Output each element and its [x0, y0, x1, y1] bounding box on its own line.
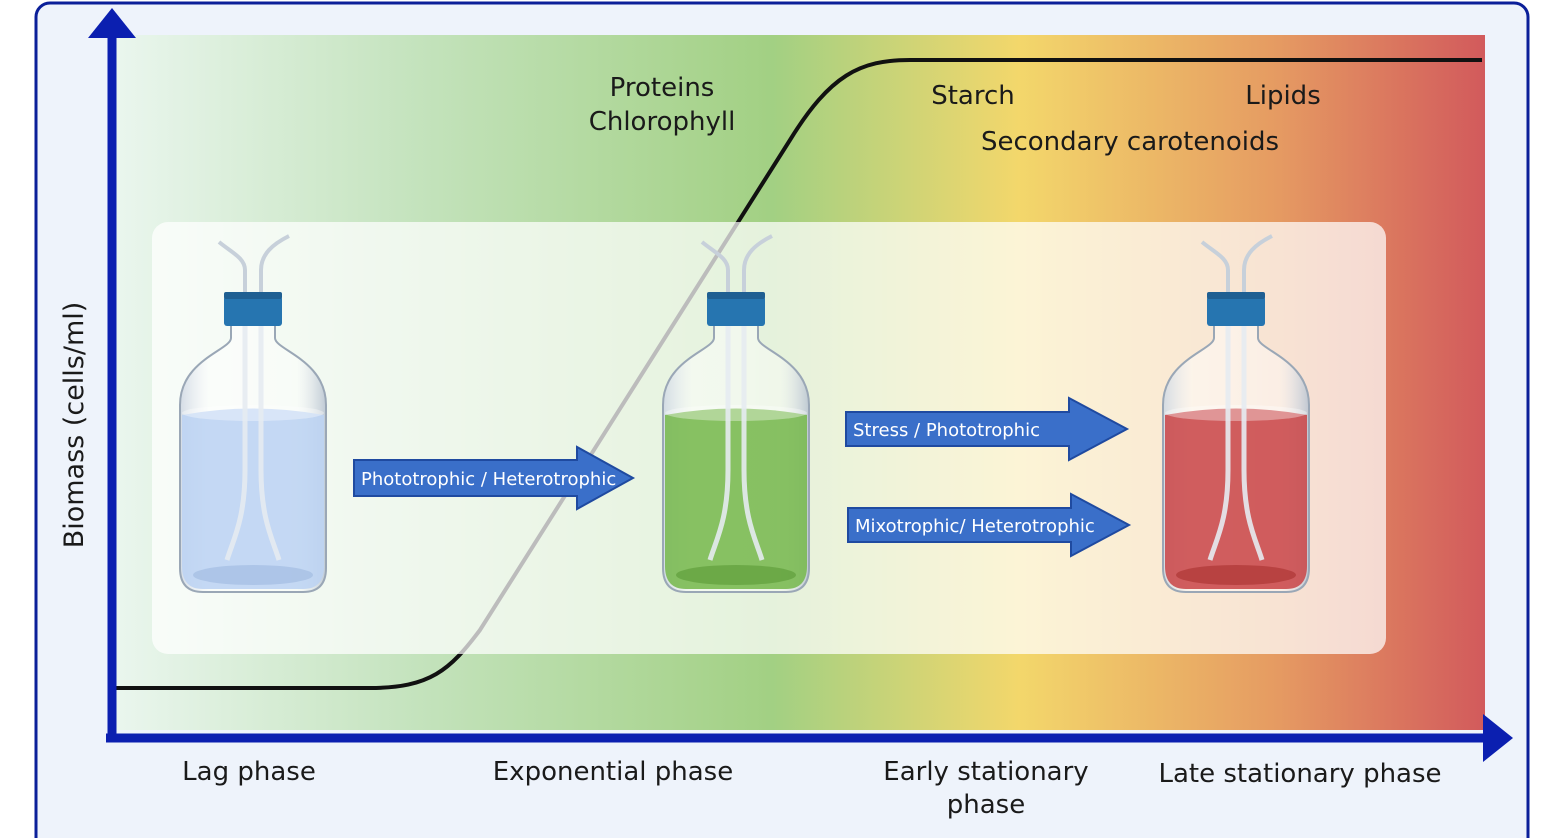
- bottle-cap-top: [224, 292, 282, 299]
- label-starch: Starch: [931, 81, 1015, 111]
- arrow-phototrophic-heterotrophic: Phototrophic / Heterotrophic: [353, 445, 636, 511]
- bottles-group: [179, 234, 1310, 593]
- bottle-tube-left: [707, 300, 731, 561]
- bottle-liquid: [665, 408, 807, 589]
- label-chlorophyll: Chlorophyll: [589, 107, 736, 137]
- liquid-bottom: [1176, 565, 1296, 585]
- phase-label-early-stationary-line1: Early stationary: [883, 757, 1088, 787]
- hose-left: [700, 240, 730, 294]
- bottle-tube-right: [1241, 300, 1265, 561]
- bottle-liquid: [1165, 408, 1307, 589]
- hose-left: [217, 240, 247, 294]
- arrow-stress-phototrophic: Stress / Phototrophic: [845, 396, 1130, 462]
- bottle-cap-top: [1207, 292, 1265, 299]
- label-proteins: Proteins: [610, 73, 715, 103]
- phase-label-late-stationary: Late stationary phase: [1158, 759, 1441, 789]
- hose-right: [259, 234, 290, 294]
- bottle-tube-left: [224, 300, 248, 561]
- bottle-exponential: [662, 234, 810, 593]
- liquid-surface: [665, 405, 807, 421]
- growth-curve: [115, 58, 1482, 690]
- arrow-label-mixotrophic-heterotrophic: Mixotrophic/ Heterotrophic: [855, 516, 1095, 537]
- bottle-cap: [224, 296, 282, 326]
- bottle-lag: [179, 234, 327, 593]
- x-axis-arrowhead: [1483, 714, 1513, 762]
- arrow-mixotrophic-heterotrophic: Mixotrophic/ Heterotrophic: [847, 492, 1132, 558]
- phase-label-early-stationary-line2: phase: [947, 790, 1025, 820]
- y-axis-label: Biomass (cells/ml): [59, 302, 90, 549]
- label-secondary-carotenoids: Secondary carotenoids: [981, 127, 1279, 157]
- bottle-stationary: [1162, 234, 1310, 593]
- hose-left: [1200, 240, 1230, 294]
- hose-right: [1242, 234, 1273, 294]
- bottle-cap: [1207, 296, 1265, 326]
- liquid-surface: [182, 405, 324, 421]
- liquid-surface: [1165, 405, 1307, 421]
- arrow-label-phototrophic-heterotrophic: Phototrophic / Heterotrophic: [361, 469, 616, 490]
- bottle-tube-left: [1207, 300, 1231, 561]
- label-lipids: Lipids: [1245, 81, 1321, 111]
- arrow-label-stress-phototrophic: Stress / Phototrophic: [853, 420, 1040, 441]
- bottle-tube-right: [741, 300, 765, 561]
- liquid-bottom: [193, 565, 313, 585]
- phase-label-lag: Lag phase: [182, 757, 316, 787]
- hose-right: [742, 234, 773, 294]
- bottle-liquid: [182, 408, 324, 589]
- y-axis-arrowhead: [88, 8, 136, 38]
- bottle-cap: [707, 296, 765, 326]
- bottle-tube-right: [258, 300, 282, 561]
- liquid-bottom: [676, 565, 796, 585]
- bottle-cap-top: [707, 292, 765, 299]
- phase-label-exponential: Exponential phase: [493, 757, 733, 787]
